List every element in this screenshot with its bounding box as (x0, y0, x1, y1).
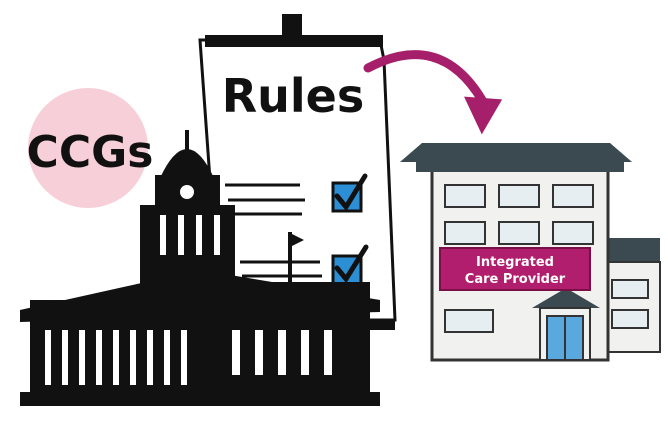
arrow (363, 50, 503, 135)
checkbox-1 (331, 173, 368, 213)
sign-line-1: Integrated (476, 255, 554, 270)
rules-board (198, 14, 397, 330)
ccg-label: CCGs (27, 127, 154, 178)
ccg-circle (28, 88, 148, 208)
sign-line-2: Care Provider (465, 272, 566, 287)
town-hall-columns (45, 185, 332, 385)
rules-title: Rules (222, 69, 365, 123)
building-sign (439, 247, 591, 291)
